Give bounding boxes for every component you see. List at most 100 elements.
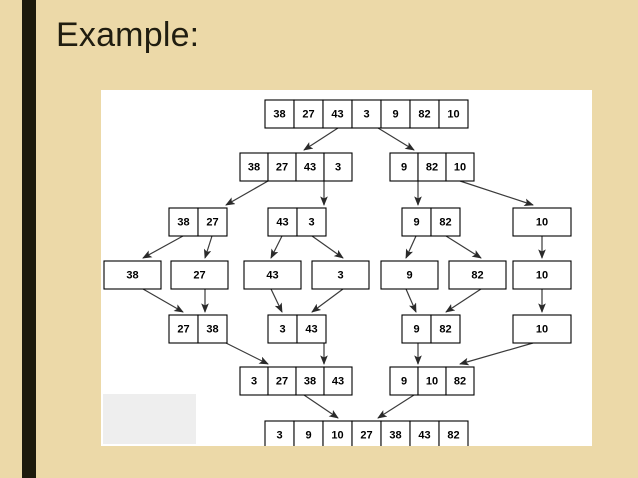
array-cell-value: 10: [536, 269, 548, 281]
array-cell-value: 82: [426, 161, 438, 173]
array-cell: [430, 207, 461, 237]
array-group: 43 3: [267, 207, 327, 237]
array-cell: [239, 152, 269, 182]
array-cell-value: 38: [304, 375, 316, 387]
array-cell: [351, 420, 382, 446]
array-cell: [409, 99, 440, 129]
array-cell-value: 43: [305, 323, 317, 335]
array-cell-value: 3: [335, 161, 341, 173]
array-cell-value: 27: [177, 323, 189, 335]
array-group: 10: [512, 314, 572, 344]
array-cell: [438, 99, 469, 129]
array-cell-value: 10: [536, 323, 548, 335]
array-cell-value: 3: [308, 216, 314, 228]
array-cell-value: 9: [392, 108, 398, 120]
array-cell: [401, 207, 432, 237]
array-cell: [295, 366, 325, 396]
array-cell-value: 9: [401, 161, 407, 173]
flow-arrow: [405, 235, 417, 259]
array-cell-value: 3: [337, 269, 343, 281]
flow-arrow: [445, 235, 482, 259]
array-cell-value: 43: [304, 161, 316, 173]
flow-arrow: [225, 180, 269, 206]
array-cell-value: 82: [418, 108, 430, 120]
flow-arrow: [405, 288, 417, 313]
array-cell-value: 10: [331, 429, 343, 441]
array-cell-value: 9: [406, 269, 412, 281]
array-cell-value: 43: [331, 108, 343, 120]
array-cell: [168, 314, 199, 344]
array-cell-value: 38: [206, 323, 218, 335]
array-cell: [168, 207, 199, 237]
flow-arrow: [142, 235, 184, 259]
array-cell-value: 38: [273, 108, 285, 120]
flow-arrow: [142, 288, 184, 313]
array-cell-value: 43: [266, 269, 278, 281]
array-cell: [445, 366, 475, 396]
flow-arrow: [270, 288, 283, 313]
arrows-layer: [142, 127, 546, 419]
array-cell: [380, 420, 411, 446]
flow-arrow: [270, 235, 283, 259]
array-group: 9 82 10: [389, 152, 475, 182]
array-cell-value: 27: [193, 269, 205, 281]
flow-arrow: [311, 288, 344, 313]
flow-arrow: [303, 127, 339, 151]
flow-arrow: [445, 288, 482, 313]
array-cell-value: 27: [302, 108, 314, 120]
array-cell: [401, 314, 432, 344]
array-cell-value: 9: [401, 375, 407, 387]
array-cell: [197, 207, 228, 237]
array-cell: [389, 152, 419, 182]
array-cell: [103, 260, 162, 290]
flow-arrow: [377, 394, 415, 419]
array-cell-value: 27: [276, 161, 288, 173]
flow-arrow: [459, 180, 534, 206]
array-cell: [322, 420, 353, 446]
array-cell: [438, 420, 469, 446]
array-cell: [267, 207, 298, 237]
array-cell-value: 38: [177, 216, 189, 228]
array-cell-value: 82: [447, 429, 459, 441]
array-cell-value: 82: [471, 269, 483, 281]
left-margin-stripe: [0, 0, 22, 478]
array-cell: [323, 366, 353, 396]
flow-arrow: [377, 127, 415, 151]
array-cell-value: 27: [206, 216, 218, 228]
array-cell-value: 43: [332, 375, 344, 387]
array-cell-value: 27: [276, 375, 288, 387]
flow-arrow: [203, 235, 213, 259]
array-cell: [267, 366, 297, 396]
array-cell-value: 9: [413, 216, 419, 228]
array-cell-value: 3: [251, 375, 257, 387]
gray-placeholder-block: [103, 394, 196, 444]
array-cell: [512, 314, 572, 344]
array-cell-value: 43: [276, 216, 288, 228]
array-cell: [295, 152, 325, 182]
array-cell-value: 10: [447, 108, 459, 120]
array-cell: [512, 207, 572, 237]
array-cell-value: 38: [126, 269, 138, 281]
array-cell-value: 10: [426, 375, 438, 387]
array-group: 82: [448, 260, 507, 290]
array-cell: [267, 152, 297, 182]
array-group: 9: [380, 260, 439, 290]
array-cell-value: 10: [454, 161, 466, 173]
array-cell-value: 38: [389, 429, 401, 441]
array-cell-value: 9: [413, 323, 419, 335]
array-group: 3 27 38 43: [239, 366, 353, 396]
flow-arrow: [303, 394, 339, 419]
page-title: Example:: [56, 16, 200, 54]
array-cell: [293, 99, 324, 129]
array-cell-value: 82: [439, 323, 451, 335]
array-group: 38 27: [168, 207, 228, 237]
array-cell: [380, 260, 439, 290]
array-cell-value: 43: [418, 429, 430, 441]
array-group: 43: [243, 260, 302, 290]
